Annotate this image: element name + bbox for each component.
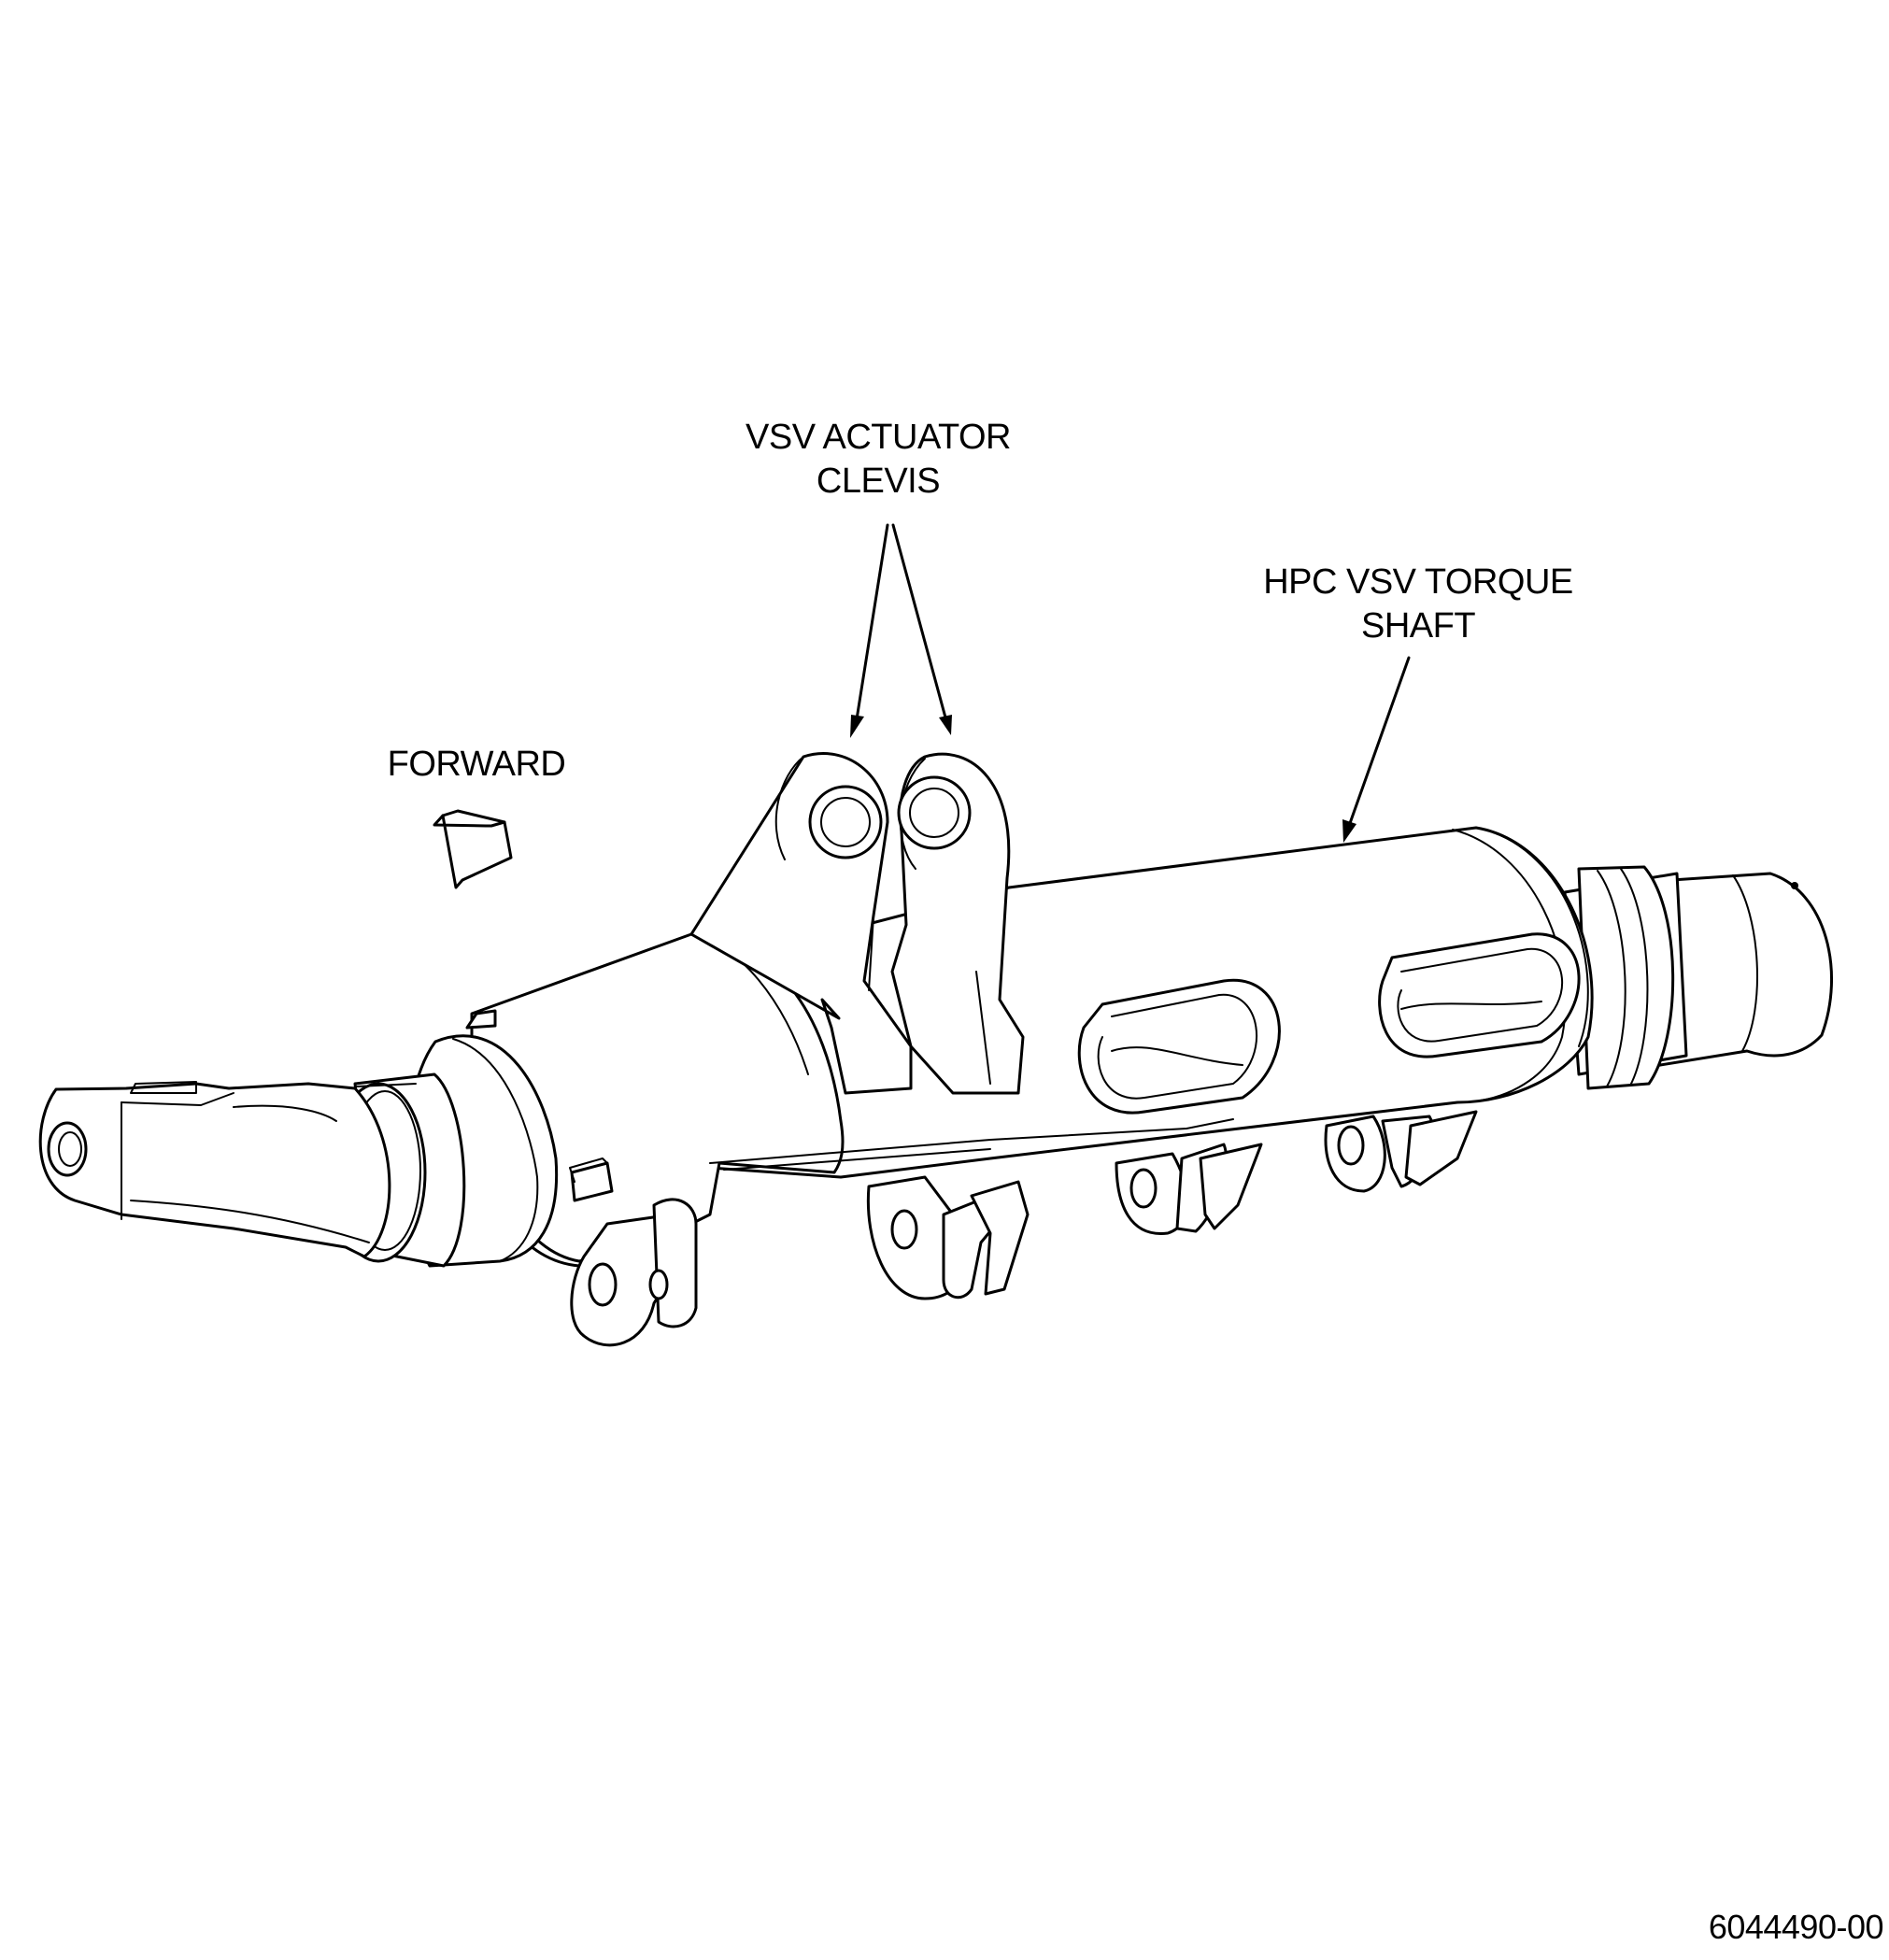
shaft-seam [709,1118,1234,1171]
clevis-leader-arrows [850,523,952,738]
lower-lugs [570,1110,1478,1347]
vsv-actuator-clevis [689,752,1025,1095]
shaft-slots [1077,932,1581,1115]
figure-number: 6044490-00 [1708,1908,1884,1946]
clevis-label-line2: CLEVIS [816,462,941,501]
clevis-label-line1: VSV ACTUATOR [746,418,1012,457]
forward-label: FORWARD [387,745,566,784]
forward-arrow-icon [433,809,513,889]
shaft-leader-arrow [1342,656,1411,843]
shaft-label: HPC VSV TORQUE SHAFT [1231,561,1605,648]
shaft-label-line2: SHAFT [1360,606,1476,646]
clevis-label: VSV ACTUATOR CLEVIS [710,416,1046,504]
rear-nozzle [1563,865,1833,1090]
forward-yoke [38,1081,391,1258]
shaft-label-line1: HPC VSV TORQUE [1263,562,1573,602]
